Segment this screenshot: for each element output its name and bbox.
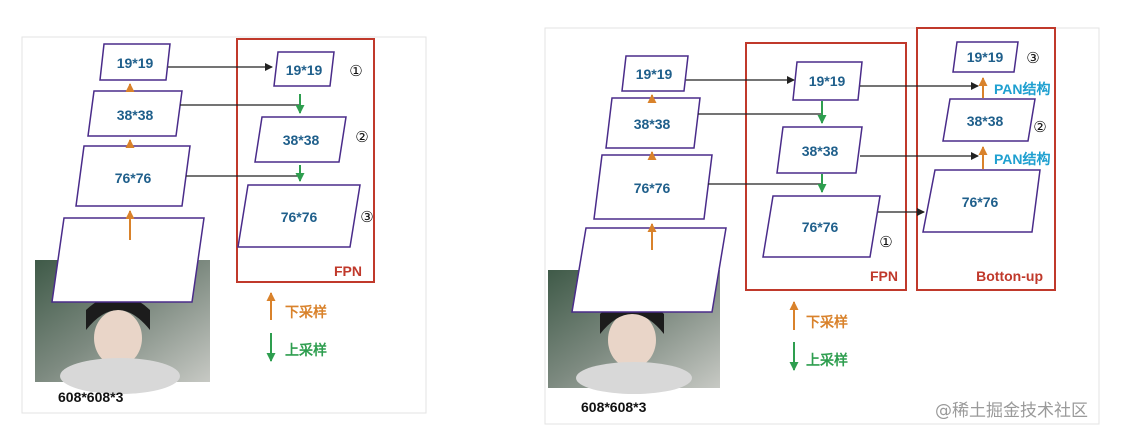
left-fpn-marker-3: ③ <box>360 209 373 226</box>
right-fpn-label-76: 76*76 <box>802 219 839 235</box>
right-diagram: 19*19 38*38 76*76 FPN 19*19 38*38 76*76 … <box>545 28 1099 424</box>
right-input-size-label: 608*608*3 <box>581 399 647 415</box>
right-pan-label-38: 38*38 <box>967 113 1004 129</box>
left-input-size-label: 608*608*3 <box>58 389 124 405</box>
right-pan-marker-2: ② <box>1033 119 1046 136</box>
left-fpn-label: FPN <box>334 263 362 279</box>
right-legend-down-label: 下采样 <box>806 314 848 330</box>
right-fpn-marker-1: ① <box>879 234 892 251</box>
right-backbone-label-76: 76*76 <box>634 180 671 196</box>
left-backbone-label-38: 38*38 <box>117 107 154 123</box>
right-fpn-label-38: 38*38 <box>802 143 839 159</box>
right-pan-marker-3: ③ <box>1026 50 1039 67</box>
right-fpn-label-19: 19*19 <box>809 73 846 89</box>
left-fpn-marker-1: ① <box>349 63 362 80</box>
right-backbone-label-19: 19*19 <box>636 66 673 82</box>
left-fpn-label-38: 38*38 <box>283 132 320 148</box>
watermark: @稀土掘金技术社区 <box>935 396 1088 421</box>
left-fpn-marker-2: ② <box>355 129 368 146</box>
left-backbone-label-19: 19*19 <box>117 55 154 71</box>
right-pan-struct-label: PAN结构 <box>994 151 1051 167</box>
left-legend-up-label: 上采样 <box>285 342 327 358</box>
right-pan-label-76: 76*76 <box>962 194 999 210</box>
right-fpn-label: FPN <box>870 268 898 284</box>
left-fpn-label-19: 19*19 <box>286 62 323 78</box>
right-pan-struct-label: PAN结构 <box>994 81 1051 97</box>
left-backbone-label-76: 76*76 <box>115 170 152 186</box>
right-bottomup-label: Botton-up <box>976 268 1043 284</box>
left-input-image <box>35 218 210 394</box>
right-legend-up-label: 上采样 <box>806 352 848 368</box>
left-fpn-label-76: 76*76 <box>281 209 318 225</box>
right-pan-label-19: 19*19 <box>967 49 1004 65</box>
left-legend-down-label: 下采样 <box>285 304 327 320</box>
right-backbone-label-38: 38*38 <box>634 116 671 132</box>
left-diagram: 19*19 38*38 76*76 FPN 19*19 38*38 76*76 … <box>22 37 426 413</box>
